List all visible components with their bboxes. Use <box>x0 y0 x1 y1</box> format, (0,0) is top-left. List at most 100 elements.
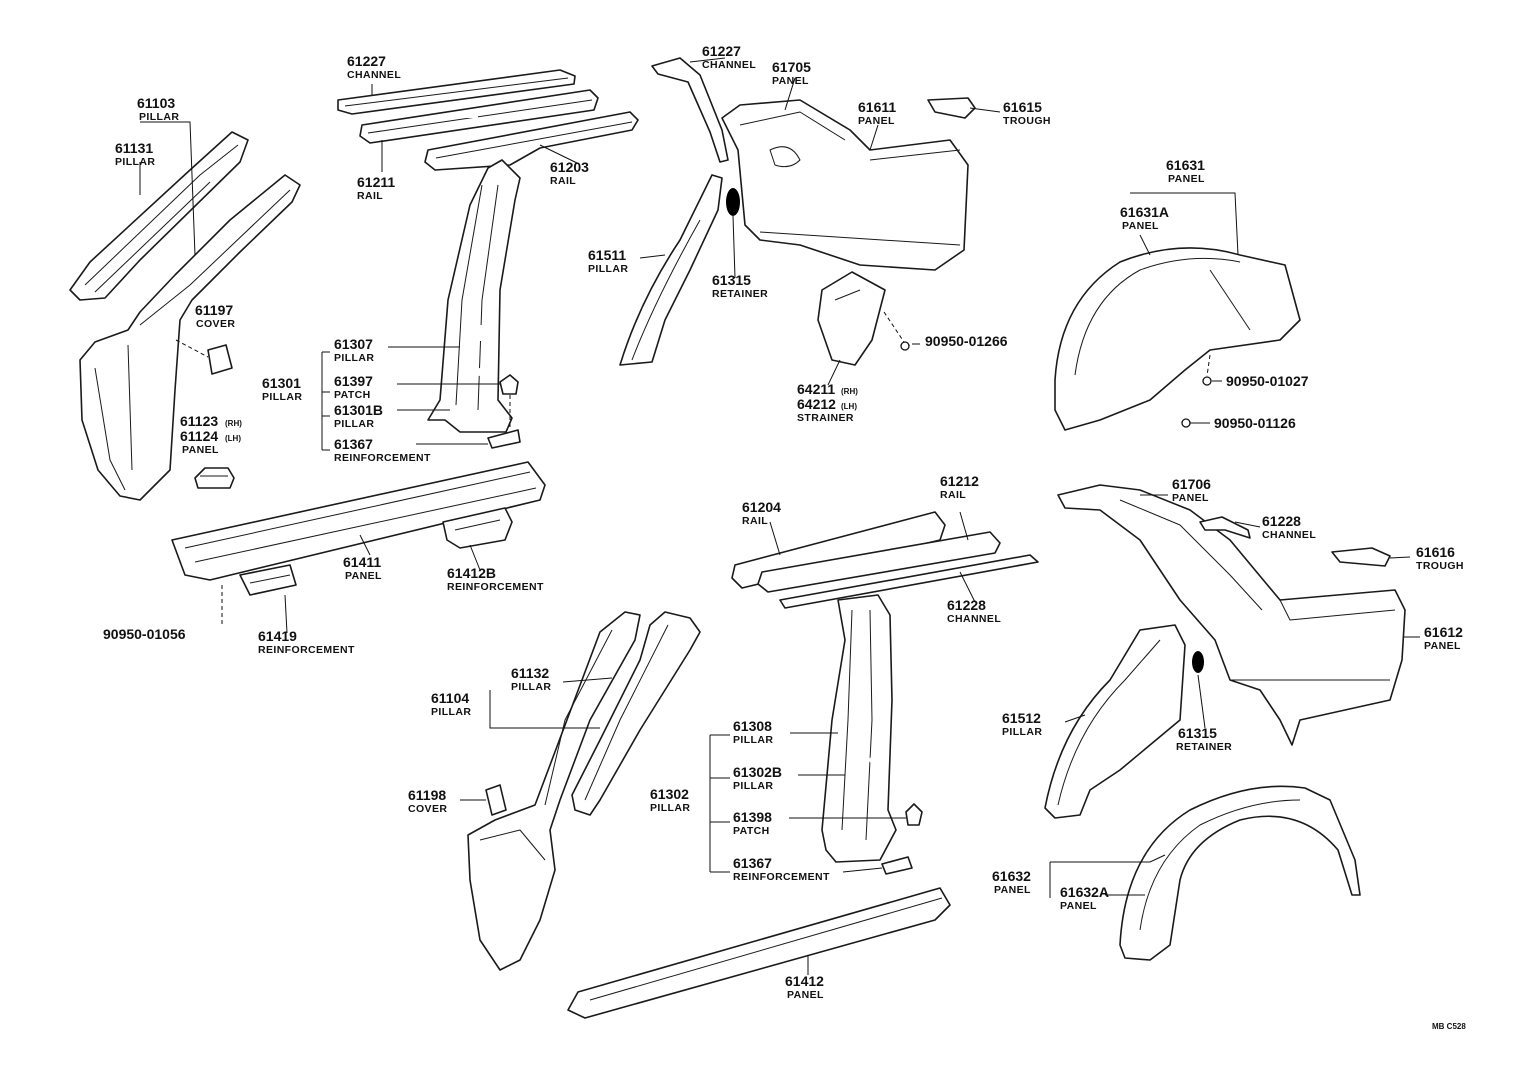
center-pillar-61302-drawing <box>821 594 897 863</box>
rocker-panel-61412-drawing <box>567 887 951 1019</box>
label-61315-upper-name: RETAINER <box>712 288 768 300</box>
bolt-90950-01266-drawing <box>900 341 910 351</box>
label-61511-name: PILLAR <box>588 263 628 275</box>
label-61228-right: 61228 <box>1262 513 1301 529</box>
label-61615: 61615 <box>1003 99 1042 115</box>
label-61398-name: PATCH <box>733 825 770 837</box>
label-61211-name: RAIL <box>357 190 383 202</box>
label-61227-top-name: CHANNEL <box>347 69 401 81</box>
label-61301b: 61301B <box>334 402 383 418</box>
label-90950-01266: 90950-01266 <box>925 333 1008 349</box>
reinforcement-61367-lower-drawing <box>881 856 913 875</box>
label-61301-name: PILLAR <box>262 391 302 403</box>
label-61616: 61616 <box>1416 544 1455 560</box>
label-61419: 61419 <box>258 628 297 644</box>
label-61397-name: PATCH <box>334 389 371 401</box>
label-61612: 61612 <box>1424 624 1463 640</box>
label-61367-upper-name: REINFORCEMENT <box>334 452 431 464</box>
label-64212: 64212 <box>797 396 836 412</box>
label-61103: 61103 <box>137 95 175 111</box>
label-61411: 61411 <box>343 554 381 570</box>
rail-61211-drawing <box>359 89 599 144</box>
label-61706-name: PANEL <box>1172 492 1209 504</box>
label-61104: 61104 <box>431 690 469 706</box>
strainer-64211-drawing <box>817 271 886 366</box>
patch-61397-drawing <box>499 374 519 395</box>
label-61705: 61705 <box>772 59 811 75</box>
label-90950-01027: 90950-01027 <box>1226 373 1309 389</box>
label-61632-name: PANEL <box>994 884 1031 896</box>
label-61124-side: (LH) <box>225 434 241 443</box>
cover-61198-drawing <box>485 784 507 816</box>
label-61307-name: PILLAR <box>334 352 374 364</box>
label-64212-name: STRAINER <box>797 412 854 424</box>
label-61611: 61611 <box>858 99 896 115</box>
label-61412-name: PANEL <box>787 989 824 1001</box>
label-61631: 61631 <box>1166 157 1205 173</box>
quarter-panel-61612-drawing <box>1057 484 1406 746</box>
label-61212-name: RAIL <box>940 489 966 501</box>
label-61132: 61132 <box>511 665 549 681</box>
label-61203-name: RAIL <box>550 175 576 187</box>
quarter-panel-61611-drawing <box>721 99 969 271</box>
label-61227-right-name: CHANNEL <box>702 59 756 71</box>
label-61308: 61308 <box>733 718 772 734</box>
label-64211-side: (RH) <box>841 387 858 396</box>
label-61631a-name: PANEL <box>1122 220 1159 232</box>
label-61301b-name: PILLAR <box>334 418 374 430</box>
label-61412: 61412 <box>785 973 824 989</box>
label-61197: 61197 <box>195 302 233 318</box>
label-61611-name: PANEL <box>858 115 895 127</box>
diagram-code: MB C528 <box>1432 1022 1466 1031</box>
label-90950-01056: 90950-01056 <box>103 626 186 642</box>
label-61512-name: PILLAR <box>1002 726 1042 738</box>
label-61367-lower-name: REINFORCEMENT <box>733 871 830 883</box>
channel-61228-center-drawing <box>779 554 1039 609</box>
front-pillar-61132-drawing <box>571 611 701 816</box>
channel-61227-right-drawing <box>651 57 729 163</box>
label-61411-name: PANEL <box>345 570 382 582</box>
label-61228-center: 61228 <box>947 597 986 613</box>
label-61302b-name: PILLAR <box>733 780 773 792</box>
channel-61227-top-drawing <box>337 69 576 115</box>
label-61419-name: REINFORCEMENT <box>258 644 355 656</box>
label-61367-upper: 61367 <box>334 436 373 452</box>
callout-labels: 61103 PILLAR 61131 PILLAR 61197 COVER 61… <box>103 43 1466 1031</box>
screw-90950-01126-drawing <box>1181 418 1191 428</box>
label-61616-name: TROUGH <box>1416 560 1464 572</box>
label-61227-right: 61227 <box>702 43 741 59</box>
reinforcement-61367-upper-drawing <box>487 429 521 449</box>
front-pillar-61104-drawing <box>467 611 641 971</box>
label-61132-name: PILLAR <box>511 681 551 693</box>
reinforcement-61419-drawing <box>239 564 297 596</box>
label-61301: 61301 <box>262 375 301 391</box>
label-61204-name: RAIL <box>742 515 768 527</box>
bolt-90950-01027-drawing <box>1202 376 1212 386</box>
label-61397: 61397 <box>334 373 373 389</box>
patch-61398-drawing <box>905 803 923 826</box>
label-61632a-name: PANEL <box>1060 900 1097 912</box>
pillar-61512-drawing <box>1044 624 1186 819</box>
leader-lines <box>139 57 1420 975</box>
panel-61124-drawing <box>194 467 235 489</box>
label-61197-name: COVER <box>196 318 235 330</box>
front-pillar-61131-drawing <box>69 131 249 301</box>
label-61302b: 61302B <box>733 764 782 780</box>
label-61315-lower-name: RETAINER <box>1176 741 1232 753</box>
label-61308-name: PILLAR <box>733 734 773 746</box>
retainer-61315-upper-drawing <box>726 188 740 216</box>
label-61632a: 61632A <box>1060 884 1109 900</box>
label-61412b: 61412B <box>447 565 496 581</box>
label-61103-name: PILLAR <box>139 111 179 123</box>
label-61198-name: COVER <box>408 803 447 815</box>
label-61131-name: PILLAR <box>115 156 155 168</box>
label-61131: 61131 <box>115 140 153 156</box>
cover-61197-drawing <box>207 344 233 375</box>
rail-61203-drawing <box>424 111 639 171</box>
label-61706: 61706 <box>1172 476 1211 492</box>
label-61228-center-name: CHANNEL <box>947 613 1001 625</box>
front-pillar-61103-drawing <box>79 174 301 501</box>
trough-61616-drawing <box>1331 547 1391 567</box>
rocker-panel-61411-drawing <box>171 461 546 581</box>
